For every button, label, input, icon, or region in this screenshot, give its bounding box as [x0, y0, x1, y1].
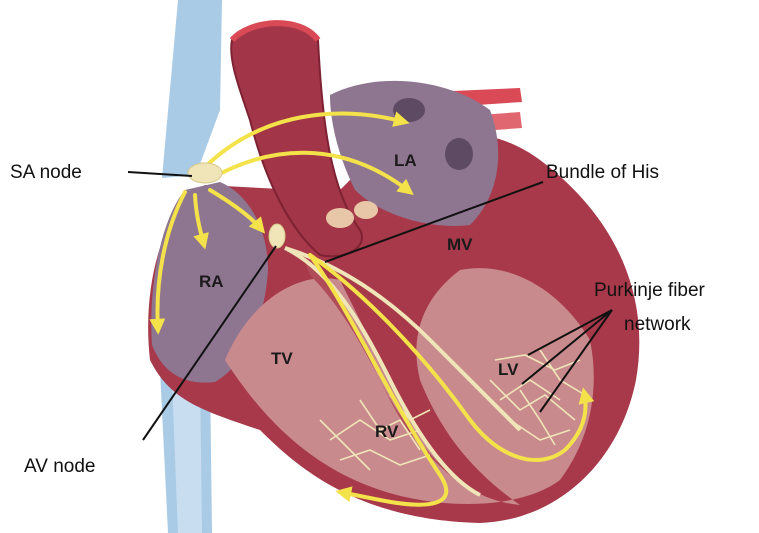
- chamber-label-lv: LV: [498, 360, 519, 379]
- av-node: [269, 224, 285, 248]
- pulmonary-vein-opening-2: [445, 138, 473, 170]
- sa-node: [188, 163, 222, 183]
- chamber-label-mv: MV: [447, 235, 473, 254]
- sa-node-label: SA node: [10, 162, 82, 183]
- chamber-label-tv: TV: [271, 349, 293, 368]
- chamber-label-la: LA: [394, 151, 417, 170]
- purkinje-label-line2: network: [624, 314, 691, 335]
- av-node-label: AV node: [24, 456, 95, 477]
- purkinje-label-line1: Purkinje fiber: [594, 280, 706, 301]
- bundle-of-his-label: Bundle of His: [546, 162, 659, 183]
- chamber-label-ra: RA: [199, 272, 224, 291]
- chamber-label-rv: RV: [375, 422, 399, 441]
